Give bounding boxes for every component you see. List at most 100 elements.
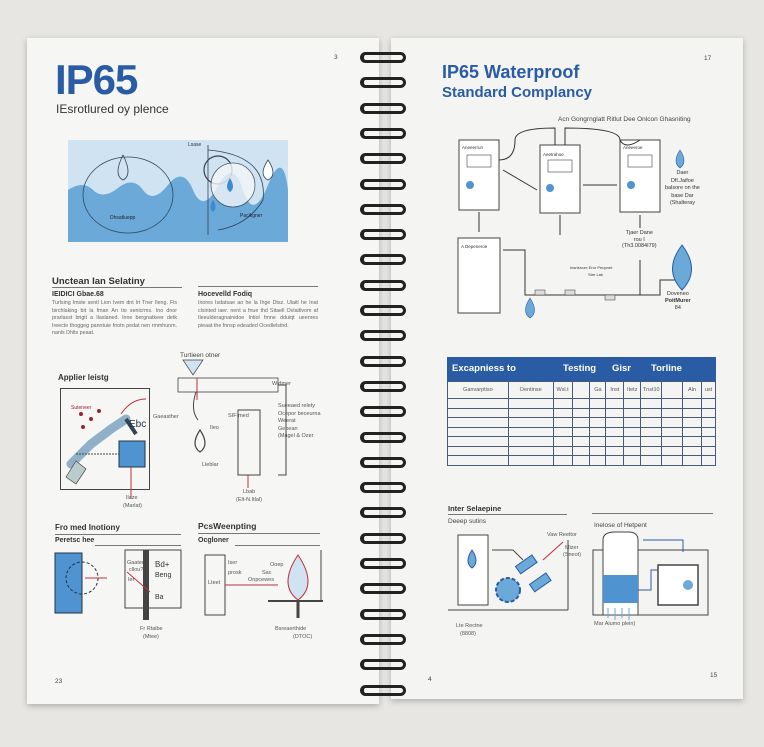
table-cell bbox=[661, 398, 684, 409]
spiral-ring-icon bbox=[360, 456, 406, 468]
pipe-note: Tjaer Dane rou I (Th3.0084I79) bbox=[622, 230, 657, 250]
spiral-ring-icon bbox=[360, 52, 406, 63]
table-cell bbox=[552, 417, 573, 428]
spiral-ring-icon bbox=[360, 178, 406, 190]
table-row bbox=[447, 426, 717, 437]
table-cell bbox=[447, 398, 509, 409]
note-line: Dfl.Jaifoe bbox=[670, 177, 694, 184]
table-header: Testing bbox=[563, 363, 597, 374]
table-cell bbox=[700, 445, 717, 456]
table-cell bbox=[640, 417, 663, 428]
table-header-band: Excapniess to Testing Gisr Torline bbox=[447, 357, 716, 381]
spiral-ring-icon bbox=[360, 608, 406, 620]
table-cell bbox=[571, 436, 591, 447]
table-cell bbox=[682, 407, 702, 418]
table-cell bbox=[589, 398, 607, 409]
hero-label: Dhsatluepp bbox=[110, 215, 136, 221]
divider bbox=[55, 534, 181, 535]
table-cell bbox=[682, 426, 702, 437]
table-row bbox=[447, 455, 717, 466]
diagram-label: Beng bbox=[155, 572, 172, 579]
note-line: (Shalteray bbox=[669, 200, 695, 206]
note-line: base Dar bbox=[671, 192, 694, 199]
table-cell bbox=[640, 436, 663, 447]
hero-illustration: Lsase Dhsatluepp Pacikgner bbox=[68, 140, 288, 242]
seal-diagram bbox=[54, 549, 182, 620]
diagram-label: Lbab bbox=[243, 489, 256, 495]
table-header: Excapniess to bbox=[452, 363, 516, 374]
divider bbox=[448, 514, 567, 515]
note-line: rou I bbox=[633, 236, 645, 243]
page-title: IP65 Waterproof bbox=[442, 62, 580, 82]
page-number: 15 bbox=[710, 672, 718, 679]
table-cell bbox=[682, 455, 702, 466]
page-subtitle: IEsrotlured oy plence bbox=[56, 102, 169, 116]
diagram-label: Ooep bbox=[270, 562, 284, 568]
robot-arm-diagram: Suteneer Ebc bbox=[60, 388, 150, 499]
table-cell bbox=[552, 436, 573, 447]
table-cell bbox=[700, 426, 717, 437]
flow-box-label: Aneeeroe bbox=[623, 145, 643, 150]
table-cell: Wsl.t bbox=[552, 381, 573, 399]
flow-box-label: Aeetrahoe bbox=[543, 152, 564, 157]
table-cell bbox=[682, 445, 702, 456]
table-row bbox=[447, 417, 717, 428]
subheading: Peretsc hee bbox=[55, 537, 95, 544]
diagram-label: (Elt-N.Itlal) bbox=[236, 497, 262, 503]
note-line: Ocepor beceurna bbox=[278, 410, 321, 417]
hero-label: Lsase bbox=[188, 142, 202, 148]
diagram-label: Turtieen otner bbox=[180, 352, 221, 359]
divider bbox=[592, 513, 713, 514]
diagram-label: Onpcewes bbox=[248, 577, 274, 583]
flow-header: Acn Gongrnglatt Ritlut Dee Onlcon Ghasni… bbox=[558, 116, 691, 123]
column-text: Inores Isdatsae ao he la Ihge Dtsz. Ulai… bbox=[198, 300, 318, 329]
diagram-label: cllou? bbox=[129, 567, 144, 573]
table-cell: Tnst10 bbox=[640, 381, 663, 399]
diagram-label: Ier bbox=[128, 577, 135, 583]
table-cell bbox=[623, 445, 642, 456]
diagram-label: Bd+ bbox=[155, 560, 170, 569]
spiral-ring-icon bbox=[360, 406, 406, 418]
table-cell bbox=[623, 417, 642, 428]
table-cell bbox=[507, 445, 554, 456]
table-cell bbox=[571, 407, 591, 418]
table-cell bbox=[589, 417, 607, 428]
diagram-label: Iser bbox=[228, 560, 238, 566]
turbine-diagram bbox=[177, 359, 287, 488]
diagram-label: Vaw Reettor bbox=[547, 532, 577, 538]
divider bbox=[235, 545, 320, 546]
diagram-label: Lteet bbox=[208, 580, 221, 586]
table-row bbox=[447, 445, 717, 456]
table-cell bbox=[447, 455, 509, 466]
section-heading: Inelose of Hetpent bbox=[594, 522, 647, 529]
divider bbox=[95, 545, 181, 546]
diagram-label: (Sneot) bbox=[563, 552, 582, 558]
diagram-label: Ileo bbox=[210, 425, 219, 431]
ingress-diagram bbox=[592, 531, 709, 620]
table-cell bbox=[605, 426, 625, 437]
pipe-label: Insrtsroze Eror Peupnet bbox=[570, 265, 613, 270]
diagram-caption: Mar Aiumo plein) bbox=[594, 621, 636, 627]
table-cell bbox=[700, 407, 717, 418]
table-cell: Aln bbox=[682, 381, 702, 399]
table-cell: Itetz bbox=[623, 381, 642, 399]
diagram-label: Lte Rectne bbox=[456, 623, 483, 629]
note-line: Gepean bbox=[278, 425, 298, 432]
table-cell bbox=[589, 426, 607, 437]
table-cell: Ga bbox=[589, 381, 607, 399]
table-cell bbox=[589, 445, 607, 456]
table-cell bbox=[661, 381, 684, 399]
table-cell bbox=[447, 417, 509, 428]
note-line: 84 bbox=[674, 305, 681, 311]
diagram-label: prosk bbox=[228, 570, 242, 576]
table-cell bbox=[700, 455, 717, 466]
table-cell bbox=[623, 436, 642, 447]
table-cell: ust bbox=[700, 381, 717, 399]
table-cell bbox=[571, 445, 591, 456]
table-cell bbox=[507, 455, 554, 466]
divider bbox=[52, 287, 182, 288]
table-cell bbox=[605, 436, 625, 447]
table-cell bbox=[605, 407, 625, 418]
diagram-label: (Mtee) bbox=[143, 634, 159, 640]
